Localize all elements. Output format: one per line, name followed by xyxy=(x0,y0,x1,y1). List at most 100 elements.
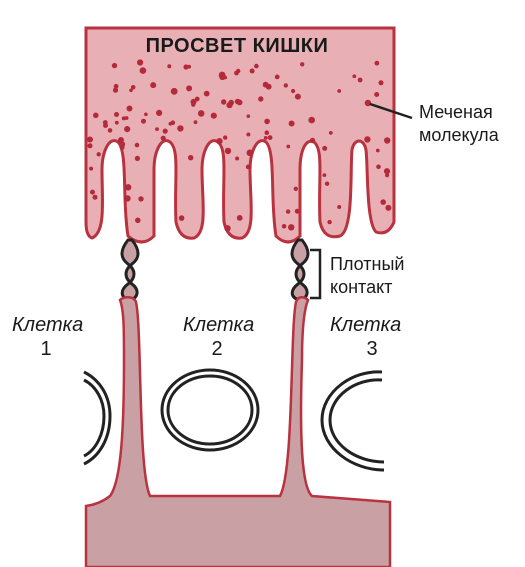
cell-1-number: 1 xyxy=(40,338,51,360)
molecule-dot xyxy=(286,209,290,213)
molecule-dot xyxy=(125,184,131,190)
molecule-dot xyxy=(179,215,185,221)
molecule-dot xyxy=(163,129,168,134)
molecule-dot xyxy=(310,138,315,143)
molecule-dot xyxy=(194,120,198,124)
cell-2-number: 2 xyxy=(211,338,222,360)
junction-bracket xyxy=(310,250,320,298)
tight-junction-right xyxy=(292,240,308,300)
molecule-dot xyxy=(114,84,119,89)
molecule-dot xyxy=(137,59,143,65)
molecule-dot xyxy=(225,148,231,154)
molecule-dot xyxy=(122,116,126,120)
tight-junction-left xyxy=(122,240,138,300)
molecule-dot xyxy=(191,102,195,106)
molecule-dot xyxy=(89,167,93,171)
molecule-dot xyxy=(294,187,298,191)
molecule-dot xyxy=(327,220,331,224)
molecule-dot xyxy=(286,145,290,149)
molecule-dot xyxy=(364,136,370,142)
molecule-dot xyxy=(161,136,166,141)
molecule-dot xyxy=(375,61,380,66)
molecule-dot xyxy=(295,94,301,100)
molecule-dot xyxy=(177,125,183,131)
junction-label-line2: контакт xyxy=(330,277,392,297)
molecule-dot xyxy=(254,64,259,69)
molecule-dot xyxy=(247,150,254,157)
molecule-dot xyxy=(171,88,178,95)
molecule-dot xyxy=(198,110,205,117)
molecule-dot xyxy=(115,121,119,125)
molecule-dot xyxy=(258,96,263,101)
lumen-region xyxy=(86,28,394,242)
molecule-dot xyxy=(289,121,295,127)
cell-1-label: Клетка xyxy=(12,314,83,336)
molecule-dot xyxy=(246,133,250,137)
molecule-dot xyxy=(264,119,270,125)
molecule-dot xyxy=(246,165,251,170)
molecule-dot xyxy=(295,209,300,214)
molecule-dot xyxy=(135,143,140,148)
molecule-dot xyxy=(140,67,147,74)
molecule-dot xyxy=(124,126,130,132)
molecule-dot xyxy=(135,156,140,161)
molecule-dot xyxy=(120,145,125,150)
molecule-dot xyxy=(219,74,225,80)
molecule-dot xyxy=(183,64,188,69)
molecule-dot xyxy=(108,128,113,133)
molecule-dot xyxy=(223,135,227,139)
molecule-dot xyxy=(247,114,251,118)
molecule-dot xyxy=(188,155,193,160)
molecule-dot xyxy=(167,64,171,68)
molecule-dot xyxy=(323,173,327,177)
molecule-dot xyxy=(358,78,363,83)
molecule-dot xyxy=(322,146,327,151)
molecule-dot xyxy=(374,92,379,97)
molecule-dot xyxy=(90,190,95,195)
molecule-dot xyxy=(337,89,341,93)
molecule-dot xyxy=(204,91,210,97)
molecule-dot xyxy=(87,137,93,143)
molecule-dot xyxy=(156,110,162,116)
molecule-dot xyxy=(352,74,356,78)
molecule-dot xyxy=(376,149,380,153)
molecule-dot xyxy=(379,80,384,85)
molecule-dot xyxy=(226,102,232,108)
molecule-dot xyxy=(234,71,239,76)
molecule-dot xyxy=(93,195,98,200)
junction-label-line1: Плотный xyxy=(330,254,404,274)
molecule-dot xyxy=(385,205,391,211)
molecule-dot xyxy=(88,143,93,148)
molecule-dot xyxy=(93,113,99,119)
intercellular-space xyxy=(86,297,390,567)
molecule-dot xyxy=(385,173,389,177)
molecule-dot xyxy=(266,84,272,90)
molecule-dot xyxy=(384,137,390,143)
molecule-label-line1: Меченая xyxy=(419,102,493,122)
molecule-dot xyxy=(325,182,329,186)
molecule-dot xyxy=(127,106,133,112)
molecule-dot xyxy=(376,165,381,170)
molecule-dot xyxy=(221,99,226,104)
molecule-dot xyxy=(282,224,287,229)
molecule-dot xyxy=(150,82,156,88)
molecule-dot xyxy=(308,117,315,124)
nucleus-cell-2 xyxy=(162,370,258,450)
molecule-dot xyxy=(275,75,280,80)
molecule-dot xyxy=(141,119,146,124)
molecule-dot xyxy=(186,85,192,91)
cell-2-label: Клетка xyxy=(183,314,254,336)
molecule-dot xyxy=(224,225,230,231)
molecule-dot xyxy=(300,62,304,66)
intestinal-lumen xyxy=(86,28,394,242)
molecule-dot xyxy=(288,224,294,230)
molecule-dot xyxy=(235,157,239,161)
molecule-dot xyxy=(380,199,386,205)
molecule-dot xyxy=(114,112,119,117)
molecule-dot xyxy=(237,215,243,221)
molecule-dot xyxy=(144,113,148,117)
lumen-label: ПРОСВЕТ КИШКИ xyxy=(146,35,329,57)
molecule-dot xyxy=(337,205,341,209)
molecule-dot xyxy=(211,113,217,119)
molecule-dot xyxy=(97,152,101,156)
